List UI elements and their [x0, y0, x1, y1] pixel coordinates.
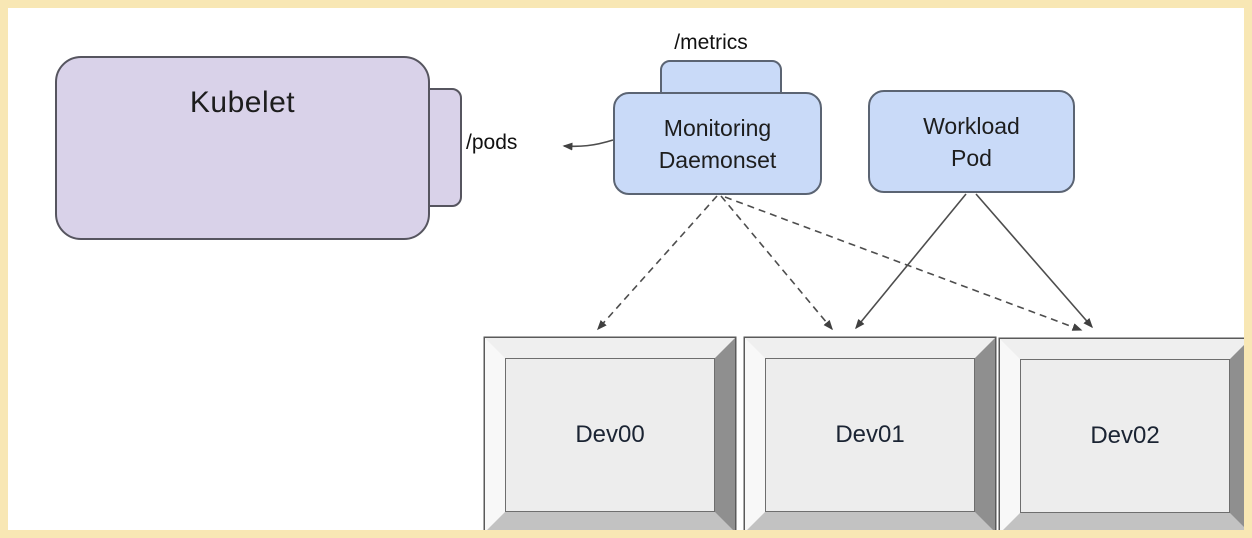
edge-monitoring-to-dev02 — [724, 196, 1083, 331]
monitoring-daemonset-node: Monitoring Daemonset — [613, 92, 822, 195]
device-face: Dev00 — [505, 358, 715, 512]
workload-pod-label-line2: Pod — [951, 144, 992, 171]
workload-pod-node: Workload Pod — [868, 90, 1075, 193]
device-label-dev00: Dev00 — [575, 421, 645, 448]
edge-monitoring-to-pods-endpoint — [562, 139, 614, 151]
device-label-dev02: Dev02 — [1090, 422, 1160, 449]
edge-workload-to-dev02 — [975, 193, 1093, 329]
device-face: Dev01 — [765, 358, 975, 512]
workload-pod-label-line1: Workload — [923, 112, 1020, 139]
device-face: Dev02 — [1020, 359, 1230, 513]
device-node-dev02: Dev02 — [1000, 339, 1250, 533]
kubelet-label: Kubelet — [189, 86, 296, 119]
monitoring-daemonset-label-line2: Daemonset — [658, 146, 777, 173]
monitoring-daemonset-label-line1: Monitoring — [663, 114, 772, 141]
edge-monitoring-to-dev01 — [720, 195, 833, 331]
device-node-dev01: Dev01 — [745, 338, 995, 532]
metrics-endpoint-label: /metrics — [674, 31, 748, 54]
edge-monitoring-to-dev00 — [596, 195, 718, 331]
device-node-dev00: Dev00 — [485, 338, 735, 532]
device-label-dev01: Dev01 — [835, 421, 905, 448]
edge-workload-to-dev01 — [855, 193, 967, 330]
pods-endpoint-label: /pods — [466, 131, 518, 154]
kubelet-node: Kubelet — [55, 56, 430, 240]
